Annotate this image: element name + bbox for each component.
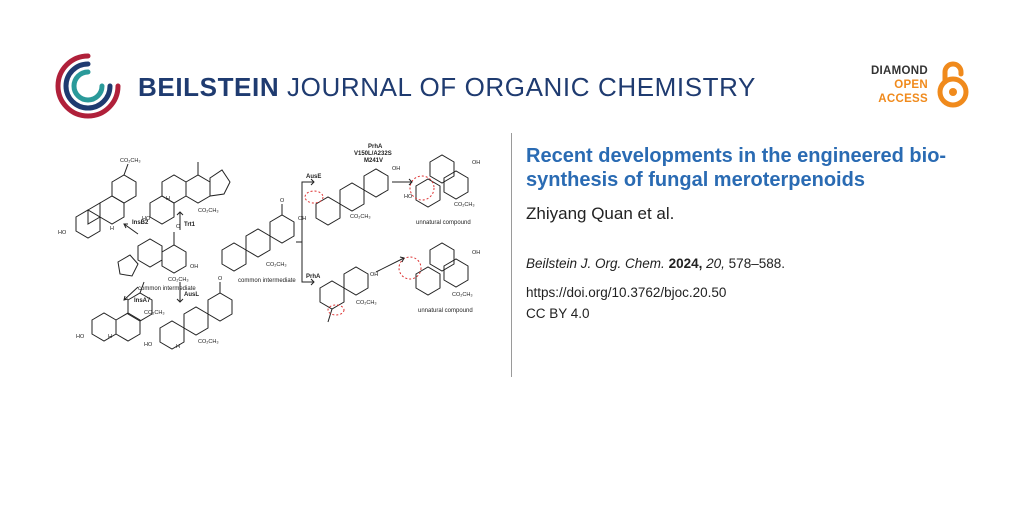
group-co2ch3-9: CO₂CH₃ bbox=[356, 300, 377, 306]
enzyme-trt1: Trt1 bbox=[184, 222, 196, 228]
group-ho-3: HO bbox=[76, 334, 85, 340]
label-unnatural-compound-2: unnatural compound bbox=[418, 308, 473, 314]
citation-pages: 578–588. bbox=[728, 256, 785, 271]
oa-line-diamond: DIAMOND bbox=[870, 65, 928, 77]
group-ho-1: HO bbox=[58, 230, 67, 236]
group-oh-2: OH bbox=[392, 166, 400, 172]
label-common-intermediate-1: common intermediate bbox=[138, 286, 196, 292]
enzyme-prha-mutant-line3: M241V bbox=[364, 158, 383, 164]
oa-line-access: ACCESS bbox=[878, 93, 928, 105]
group-oh-1: OH bbox=[298, 216, 306, 222]
citation-journal: Beilstein J. Org. Chem. bbox=[526, 256, 665, 271]
diamond-open-access-label: DIAMOND OPEN ACCESS bbox=[871, 64, 928, 106]
enzyme-insa7: InsA7 bbox=[134, 298, 151, 304]
group-co2ch3-6: CO₂CH₃ bbox=[266, 262, 287, 268]
structure-unnatural-compound-1 bbox=[409, 154, 469, 208]
reaction-arrows bbox=[123, 178, 413, 303]
structure-ause-intermediate bbox=[304, 168, 389, 226]
beilstein-logo-icon bbox=[55, 53, 121, 119]
article-authors: Zhiyang Quan et al. bbox=[526, 204, 675, 223]
journal-header: BEILSTEIN JOURNAL OF ORGANIC CHEMISTRY D… bbox=[54, 52, 970, 124]
label-common-intermediate-2: common intermediate bbox=[238, 278, 296, 284]
group-co2ch3-10: CO₂CH₃ bbox=[452, 292, 473, 298]
group-o-2: O bbox=[280, 198, 285, 204]
group-h-3: H bbox=[108, 334, 112, 340]
enzyme-prha-mutant-line2: V150L/A232S bbox=[354, 151, 392, 157]
article-title[interactable]: Recent developments in the engineered bi… bbox=[526, 144, 996, 192]
group-oh-4: OH bbox=[370, 272, 378, 278]
group-h-4: H bbox=[176, 344, 180, 350]
article-doi-link[interactable]: https://doi.org/10.3762/bjoc.20.50 bbox=[526, 285, 727, 300]
structure-insa7-product bbox=[91, 281, 153, 342]
group-h-1: H bbox=[110, 226, 114, 232]
structure-common-intermediate-1 bbox=[117, 232, 187, 277]
citation-year: 2024, bbox=[668, 256, 703, 271]
group-ho-5: HO bbox=[404, 194, 413, 200]
vertical-divider bbox=[511, 133, 512, 377]
group-co2ch3-2: CO₂CH₃ bbox=[198, 208, 219, 214]
group-co2ch3-8: CO₂CH₃ bbox=[454, 202, 475, 208]
citation-volume: 20, bbox=[706, 256, 725, 271]
article-citation: Beilstein J. Org. Chem. 2024, 20, 578–58… bbox=[526, 256, 996, 271]
group-o-1: O bbox=[176, 224, 181, 230]
enzyme-prha: PrhA bbox=[306, 274, 321, 280]
journal-title-bold: BEILSTEIN bbox=[138, 72, 280, 102]
journal-title: BEILSTEIN JOURNAL OF ORGANIC CHEMISTRY bbox=[138, 72, 756, 103]
group-oh-6: OH bbox=[190, 264, 198, 270]
group-h-2: H bbox=[166, 196, 170, 202]
structure-ausl-product bbox=[159, 282, 233, 350]
graphical-abstract-scheme: CO₂CH₃ CO₂CH₃ CO₂CH₃ CO₂CH₃ CO₂CH₃ CO₂CH… bbox=[58, 144, 480, 350]
article-title-line1: Recent developments in the engineered bi… bbox=[526, 145, 947, 167]
structure-common-intermediate-2 bbox=[221, 204, 295, 272]
journal-title-rest: JOURNAL OF ORGANIC CHEMISTRY bbox=[287, 72, 756, 102]
enzyme-insb2: InsB2 bbox=[132, 220, 149, 226]
group-oh-5: OH bbox=[472, 250, 480, 256]
group-co2ch3-1: CO₂CH₃ bbox=[120, 158, 141, 164]
oa-line-open: OPEN bbox=[894, 79, 928, 91]
open-access-lock-icon bbox=[937, 61, 969, 108]
structure-unnatural-compound-2 bbox=[398, 242, 469, 296]
structure-insb2-product bbox=[75, 163, 137, 239]
article-info: Recent developments in the engineered bi… bbox=[526, 144, 996, 321]
article-title-line2: synthesis of fungal meroterpenoids bbox=[526, 169, 865, 191]
enzyme-ausl: AusL bbox=[184, 292, 199, 298]
structure-prha-intermediate bbox=[319, 266, 369, 323]
group-co2ch3-4: CO₂CH₃ bbox=[144, 310, 165, 316]
group-o-3: O bbox=[218, 276, 223, 282]
article-license: CC BY 4.0 bbox=[526, 306, 590, 321]
group-co2ch3-7: CO₂CH₃ bbox=[350, 214, 371, 220]
group-co2ch3-3: CO₂CH₃ bbox=[168, 277, 189, 283]
enzyme-prha-mutant-name: PrhA bbox=[368, 144, 383, 150]
group-oh-3: OH bbox=[472, 160, 480, 166]
label-unnatural-compound-1: unnatural compound bbox=[416, 220, 471, 226]
group-ho-2: HO bbox=[142, 216, 151, 222]
enzyme-ause: AusE bbox=[306, 174, 321, 180]
group-co2ch3-5: CO₂CH₃ bbox=[198, 339, 219, 345]
group-ho-4: HO bbox=[144, 342, 153, 348]
structure-trt1-product bbox=[149, 162, 231, 225]
